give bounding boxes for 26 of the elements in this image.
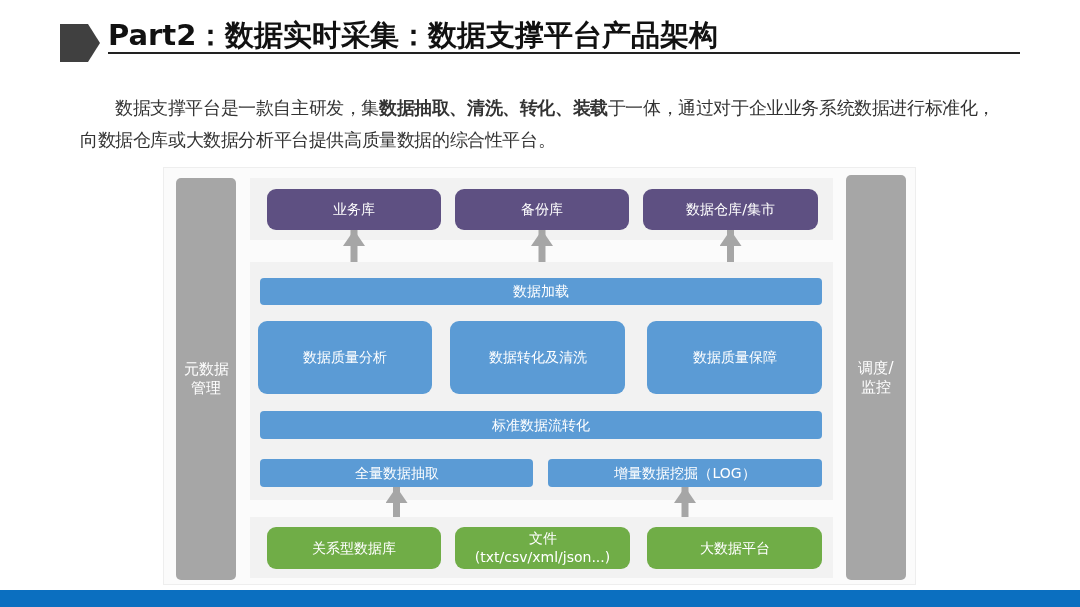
arrow <box>531 230 553 262</box>
target-box: 备份库 <box>455 189 629 230</box>
layer-panel <box>250 262 833 500</box>
source-box <box>455 527 630 569</box>
process-bar: 全量数据抽取 <box>260 459 533 487</box>
source-box: 关系型数据库 <box>267 527 441 569</box>
arrow <box>674 487 696 517</box>
process-bar: 数据加载 <box>260 278 822 305</box>
target-box: 业务库 <box>267 189 441 230</box>
process-box: 数据质量保障 <box>647 321 822 394</box>
box-heading: 文件 <box>528 529 557 548</box>
process-box: 数据质量分析 <box>258 321 432 394</box>
arrow <box>385 487 408 517</box>
intro-paragraph: 数据支撑平台是一款自主研发，集数据抽取、清洗、转化、装载于一体，通过对于企业业务系统数据进行标准化，向数据仓库或大数据分析平台提供高质量数据的综合性平台。 <box>80 97 997 152</box>
process-bar: 增量数据挖掘（LOG） <box>548 459 822 487</box>
arrow <box>719 230 742 262</box>
box-subtext: (txt/csv/xml/json...) <box>474 548 611 567</box>
target-box: 数据仓库/集市 <box>643 189 818 230</box>
process-bar: 标准数据流转化 <box>260 411 822 439</box>
source-box: 大数据平台 <box>647 527 822 569</box>
side-bar: 元数据管理 <box>176 178 236 580</box>
layer-panel <box>250 517 833 578</box>
arrow <box>343 230 365 262</box>
process-box: 数据转化及清洗 <box>450 321 625 394</box>
side-bar: 调度/监控 <box>846 175 906 580</box>
layer-panel <box>250 178 833 240</box>
